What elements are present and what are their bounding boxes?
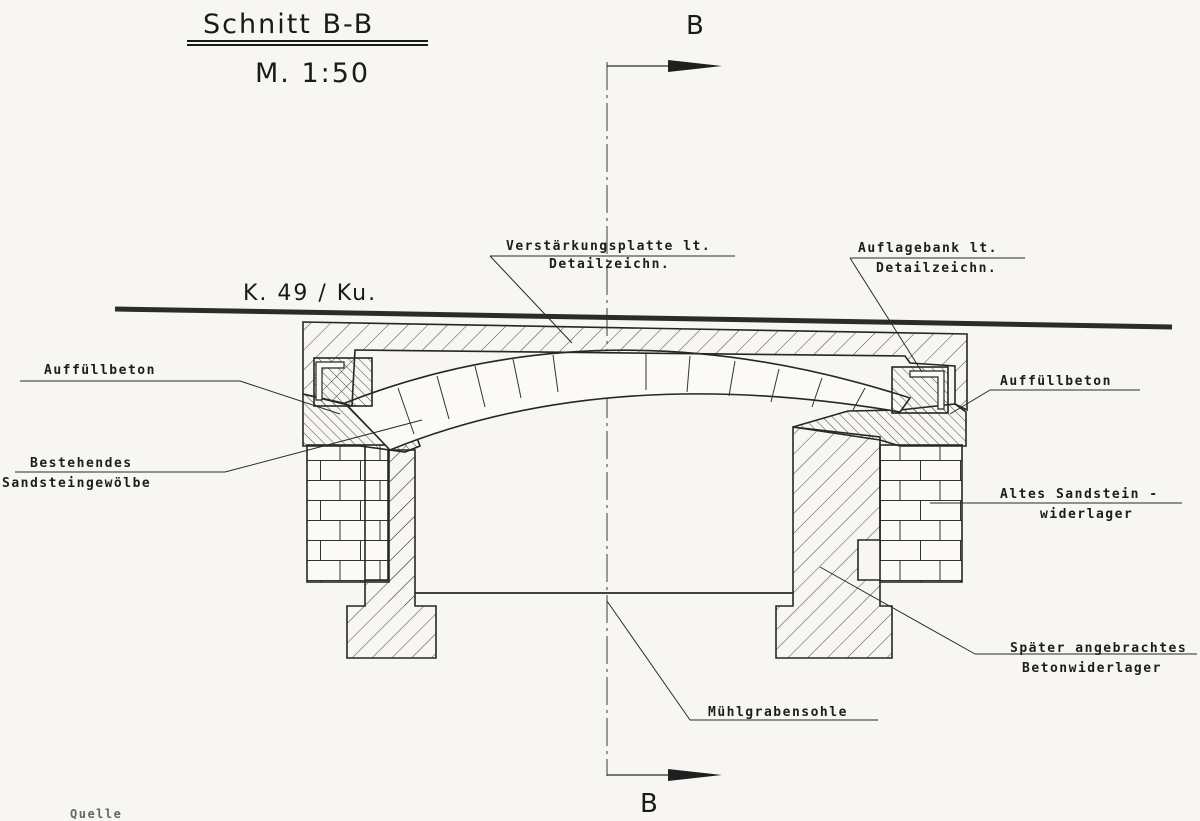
section-title: Schnitt B-B xyxy=(203,9,374,40)
leader-lines xyxy=(15,255,1197,721)
right-concrete-abutment xyxy=(775,426,893,659)
label-existing-vault-2: Sandsteingewölbe xyxy=(2,476,151,491)
section-mark-top: B xyxy=(686,11,704,41)
label-bearing-bench-1: Auflagebank lt. xyxy=(858,241,998,256)
scale-label: M. 1:50 xyxy=(255,58,370,89)
right-bearing-bench xyxy=(891,366,949,414)
label-channel-bed: Mühlgrabensohle xyxy=(708,705,848,720)
label-reinforcement-plate-1: Verstärkungsplatte lt. xyxy=(506,239,711,254)
label-fill-concrete-right: Auffüllbeton xyxy=(1000,374,1112,389)
label-old-abutment-2: widerlager xyxy=(1040,507,1133,522)
label-bearing-bench-2: Detailzeichn. xyxy=(876,261,997,276)
left-concrete-stem xyxy=(388,445,415,606)
section-mark-bottom: B xyxy=(640,789,658,819)
right-old-sandstone-abutment xyxy=(879,444,963,583)
road-surface-line xyxy=(114,306,1173,330)
label-later-abutment-2: Betonwiderlager xyxy=(1022,661,1162,676)
label-fill-concrete-left: Auffüllbeton xyxy=(44,363,156,378)
section-arrow-top xyxy=(607,60,722,72)
corner-note: Quelle xyxy=(70,807,122,821)
label-existing-vault-1: Bestehendes xyxy=(30,456,133,471)
section-arrow-bottom xyxy=(607,769,722,781)
left-old-sandstone-abutment xyxy=(306,444,390,583)
title-block: Schnitt B-B M. 1:50 xyxy=(187,9,428,89)
label-reinforcement-plate-2: Detailzeichn. xyxy=(549,257,670,272)
left-bearing-bench xyxy=(313,357,373,407)
label-later-abutment-1: Später angebrachtes xyxy=(1010,641,1187,656)
road-label: K. 49 / Ku. xyxy=(243,281,377,306)
label-old-abutment-1: Altes Sandstein - xyxy=(1000,487,1159,502)
vault-joints xyxy=(397,353,866,435)
right-fill-concrete xyxy=(792,403,967,447)
